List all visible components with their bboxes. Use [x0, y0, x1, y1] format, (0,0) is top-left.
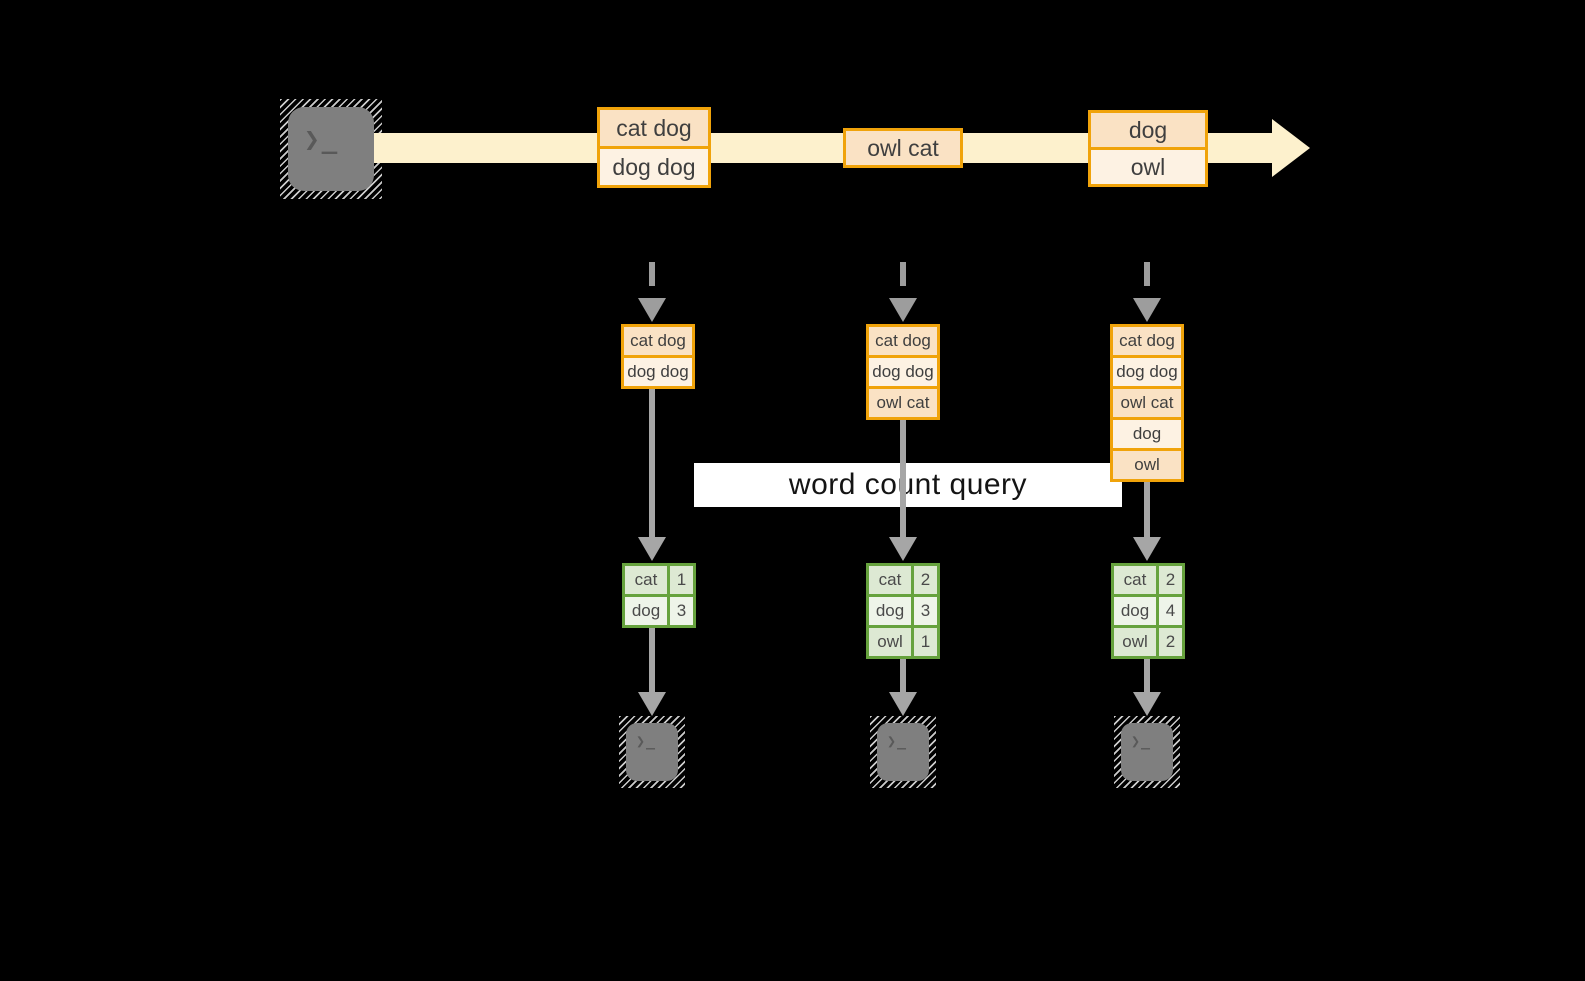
query-arrowhead-icon	[1133, 537, 1161, 561]
query-arrowhead-icon	[638, 537, 666, 561]
stream-event: cat dog	[600, 110, 708, 146]
count-cell: 3	[670, 597, 693, 625]
word-count-table-1: cat 1 dog 3	[622, 563, 696, 628]
stream-event-group-2: owl cat	[843, 128, 963, 168]
source-terminal-icon: ❯_	[280, 99, 382, 199]
count-cell: 2	[914, 566, 937, 594]
dashed-arrow-line	[1144, 262, 1150, 302]
dashed-arrowhead-icon	[889, 298, 917, 322]
stream-event-group-3: dog owl	[1088, 110, 1208, 187]
count-cell: 2	[1159, 566, 1182, 594]
buffer-row: owl cat	[1113, 386, 1181, 417]
word-count-table-2: cat 2 dog 3 owl 1	[866, 563, 940, 659]
word-cell: dog	[625, 597, 667, 625]
word-count-table-3: cat 2 dog 4 owl 2	[1111, 563, 1185, 659]
word-cell: cat	[1114, 566, 1156, 594]
stream-event-group-1: cat dog dog dog	[597, 107, 711, 188]
dashed-arrow-line	[649, 262, 655, 302]
query-arrow-line	[900, 420, 906, 539]
dashed-arrowhead-icon	[1133, 298, 1161, 322]
terminal-prompt-icon: ❯_	[1131, 732, 1152, 750]
output-terminal-icon: ❯_	[619, 716, 685, 788]
output-terminal-icon: ❯_	[1114, 716, 1180, 788]
dashed-arrowhead-icon	[638, 298, 666, 322]
terminal-screen: ❯_	[288, 107, 374, 191]
terminal-prompt-icon: ❯_	[636, 732, 657, 750]
stream-event: dog	[1091, 113, 1205, 147]
stream-event: owl	[1091, 147, 1205, 184]
query-arrow-line	[1144, 482, 1150, 539]
dashed-arrow-line	[900, 262, 906, 302]
stream-arrowhead-icon	[1272, 119, 1310, 177]
terminal-screen: ❯_	[1121, 723, 1173, 781]
word-cell: owl	[1114, 628, 1156, 656]
buffer-row: dog dog	[1113, 355, 1181, 386]
count-cell: 1	[914, 628, 937, 656]
buffer-row: dog	[1113, 417, 1181, 448]
word-cell: dog	[869, 597, 911, 625]
buffer-row: owl	[1113, 448, 1181, 479]
count-cell: 4	[1159, 597, 1182, 625]
terminal-prompt-icon: ❯_	[887, 732, 908, 750]
stream-event: owl cat	[846, 131, 960, 165]
count-cell: 2	[1159, 628, 1182, 656]
event-buffer-2: cat dog dog dog owl cat	[866, 324, 940, 420]
event-buffer-1: cat dog dog dog	[621, 324, 695, 389]
output-arrow-line	[1144, 659, 1150, 694]
word-cell: owl	[869, 628, 911, 656]
terminal-screen: ❯_	[626, 723, 678, 781]
query-arrow-line	[649, 389, 655, 539]
output-arrowhead-icon	[889, 692, 917, 716]
buffer-row: owl cat	[869, 386, 937, 417]
count-cell: 1	[670, 566, 693, 594]
buffer-row: cat dog	[1113, 327, 1181, 355]
stream-event: dog dog	[600, 146, 708, 185]
buffer-row: cat dog	[869, 327, 937, 355]
output-arrowhead-icon	[638, 692, 666, 716]
count-cell: 3	[914, 597, 937, 625]
query-label-box: word count query	[694, 463, 1122, 507]
word-cell: dog	[1114, 597, 1156, 625]
word-cell: cat	[625, 566, 667, 594]
buffer-row: cat dog	[624, 327, 692, 355]
output-arrow-line	[649, 628, 655, 694]
buffer-row: dog dog	[869, 355, 937, 386]
query-arrowhead-icon	[889, 537, 917, 561]
output-arrow-line	[900, 659, 906, 694]
output-arrowhead-icon	[1133, 692, 1161, 716]
terminal-screen: ❯_	[877, 723, 929, 781]
output-terminal-icon: ❯_	[870, 716, 936, 788]
query-label: word count query	[788, 468, 1028, 501]
buffer-row: dog dog	[624, 355, 692, 386]
word-cell: cat	[869, 566, 911, 594]
event-buffer-3: cat dog dog dog owl cat dog owl	[1110, 324, 1184, 482]
terminal-prompt-icon: ❯_	[304, 125, 340, 155]
